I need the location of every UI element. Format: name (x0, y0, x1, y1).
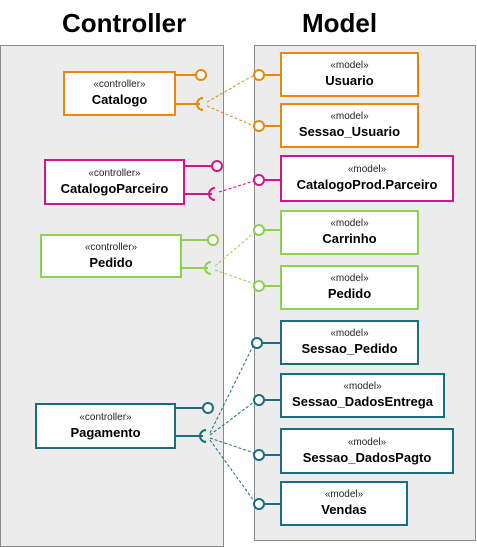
catalogoparceiro-provided-ball (211, 160, 223, 172)
catalogo-required-cup (196, 97, 204, 111)
model-pedido-port-ball (253, 280, 265, 292)
model-name: Sessao_Pedido (301, 341, 398, 356)
pedido-provided-ball (207, 234, 219, 246)
catalogo-provided-ball (195, 69, 207, 81)
pagamento-dadospagto-dep (209, 437, 255, 454)
model-name: Sessao_DadosPagto (302, 449, 432, 465)
model-header: Model (302, 8, 378, 38)
sessao-pedido-port-ball (251, 337, 263, 349)
controller-name: Pagamento (70, 424, 141, 440)
model-name: Sessao_Usuario (298, 124, 401, 139)
model-name: Vendas (321, 502, 367, 517)
vendas-port-ball (253, 498, 265, 510)
controller-catalogo[interactable]: «controller» Catalogo (63, 71, 176, 116)
pedido-required-cup (204, 261, 212, 275)
sessao-dadospagto-port-ball (253, 449, 265, 461)
stereotype-label: «model» (330, 218, 369, 229)
sessao-dadosentrega-port-ball (253, 394, 265, 406)
controller-name: CatalogoParceiro (60, 180, 169, 196)
pagamento-dadosentrega-dep (209, 401, 255, 436)
catalogo-sessao-dep (206, 105, 255, 127)
controller-pagamento[interactable]: «controller» Pagamento (35, 403, 176, 449)
pagamento-required-cup (199, 429, 207, 443)
model-sessao-dadospagto[interactable]: «model» Sessao_DadosPagto (280, 428, 454, 474)
stereotype-label: «model» (330, 273, 369, 284)
catalogoparceiro-dep (218, 180, 255, 193)
model-usuario[interactable]: «model» Usuario (280, 52, 419, 97)
controller-name: Catalogo (91, 92, 148, 107)
catalogo-usuario-dep (206, 74, 255, 103)
model-name: Carrinho (322, 231, 377, 246)
model-vendas[interactable]: «model» Vendas (280, 481, 408, 526)
model-sessao-usuario[interactable]: «model» Sessao_Usuario (280, 103, 419, 148)
controller-header: Controller (62, 8, 187, 38)
pagamento-provided-ball (202, 402, 214, 414)
pagamento-sessao-pedido-dep (209, 345, 254, 434)
model-name: Pedido (327, 286, 372, 301)
stereotype-label: «model» (330, 111, 369, 122)
stereotype-label: «controller» (93, 79, 146, 90)
catalogoparceiro-required-cup (208, 187, 216, 201)
stereotype-label: «model» (330, 60, 369, 71)
stereotype-label: «model» (343, 381, 382, 392)
stereotype-label: «model» (330, 328, 369, 339)
controller-name: Pedido (89, 254, 133, 270)
stereotype-label: «model» (347, 436, 387, 448)
stereotype-label: «controller» (88, 167, 141, 179)
controller-pedido[interactable]: «controller» Pedido (40, 234, 182, 278)
model-pedido[interactable]: «model» Pedido (280, 265, 419, 310)
sessao-usuario-port-ball (253, 120, 265, 132)
stereotype-label: «model» (324, 489, 364, 500)
pedido-model-dep (214, 269, 256, 285)
pedido-carrinho-dep (214, 231, 256, 267)
model-name: Sessao_DadosEntrega (292, 394, 433, 409)
controller-catalogoparceiro[interactable]: «controller» CatalogoParceiro (44, 159, 185, 205)
pagamento-vendas-dep (209, 439, 255, 502)
usuario-port-ball (253, 69, 265, 81)
model-name: CatalogoProd.Parceiro (296, 177, 438, 192)
controller-panel (0, 45, 224, 547)
catalogoprod-port-ball (253, 174, 265, 186)
model-sessao-pedido[interactable]: «model» Sessao_Pedido (280, 320, 419, 365)
model-carrinho[interactable]: «model» Carrinho (280, 210, 419, 255)
carrinho-port-ball (253, 224, 265, 236)
stereotype-label: «model» (347, 164, 387, 175)
model-sessao-dadosentrega[interactable]: «model» Sessao_DadosEntrega (280, 373, 445, 418)
stereotype-label: «controller» (79, 411, 132, 423)
model-name: Usuario (325, 73, 374, 88)
stereotype-label: «controller» (84, 241, 138, 253)
model-catalogoprod-parceiro[interactable]: «model» CatalogoProd.Parceiro (280, 155, 454, 202)
